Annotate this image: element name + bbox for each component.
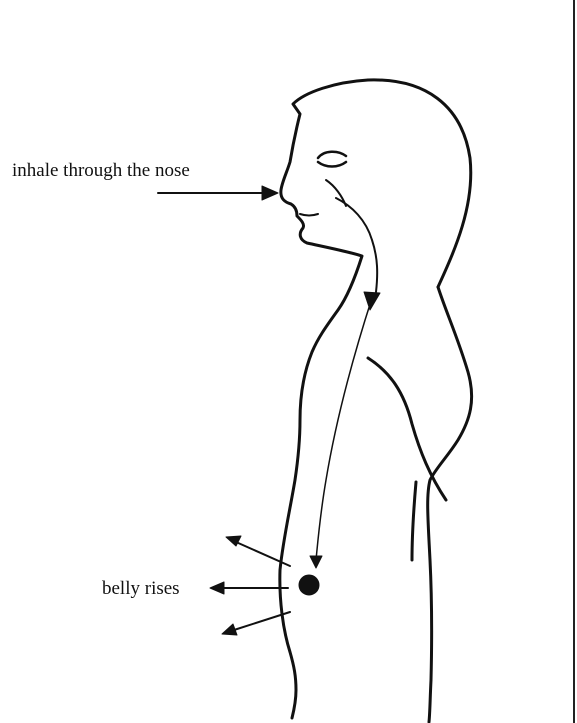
airway-line	[336, 198, 377, 292]
throat-arrow-head	[364, 292, 380, 310]
arm-line	[368, 358, 446, 500]
eye	[318, 152, 346, 158]
inhale-arrow-head	[262, 186, 278, 200]
eye-lid	[318, 162, 346, 167]
belly-label: belly rises	[102, 579, 180, 598]
expand-arrow-upper-head	[226, 536, 241, 546]
head-outline	[280, 80, 471, 718]
belly-arrow-head	[310, 556, 322, 568]
inhale-label: inhale through the nose	[12, 161, 190, 180]
belly-dot	[299, 575, 319, 595]
expand-arrow-middle-head	[210, 582, 224, 594]
arm-back-line	[412, 482, 416, 560]
back-outline	[428, 287, 472, 722]
page-border	[573, 0, 575, 723]
breath-path	[316, 298, 372, 560]
mouth	[300, 214, 318, 216]
expand-arrow-lower-head	[222, 624, 237, 635]
